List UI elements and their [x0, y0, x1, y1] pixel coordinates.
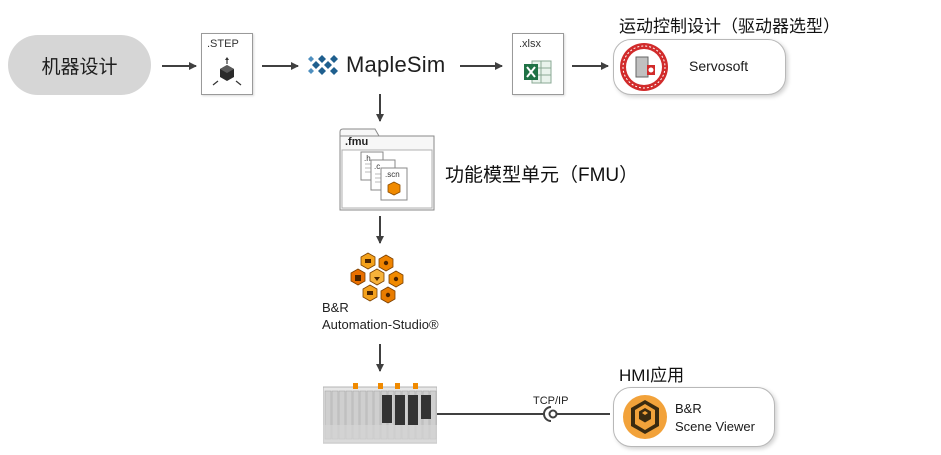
cube-axes-icon: [212, 57, 242, 86]
tcpip-connection-line: [437, 406, 610, 422]
maplesim-logo-icon: [308, 55, 338, 75]
machine-design-node: 机器设计: [8, 35, 151, 95]
fmu-file-c-label: .c: [374, 162, 381, 171]
maplesim-name: MapleSim: [346, 52, 446, 77]
fmu-file-h-label: .h: [364, 154, 371, 163]
scene-viewer-br-label: B&R: [675, 401, 702, 416]
fmu-folder-label: .fmu: [345, 136, 369, 148]
maplesim-node: MapleSim: [306, 44, 456, 86]
tcpip-label: TCP/IP: [533, 395, 569, 407]
servosoft-logo-icon: [620, 43, 668, 91]
xlsx-file-label: .xlsx: [519, 38, 541, 50]
fmu-file-scn-label: .scn: [385, 170, 400, 179]
step-file-node: .STEP: [201, 33, 253, 95]
scene-viewer-name: Scene Viewer: [675, 419, 755, 434]
scene-viewer-logo-icon: [623, 395, 667, 439]
br-label: B&R: [322, 300, 349, 315]
automation-studio-label: Automation-Studio®: [322, 317, 439, 332]
xlsx-file-node: .xlsx: [512, 33, 564, 95]
fmu-caption: 功能模型单元（FMU）: [445, 165, 639, 186]
plc-hardware-icon: [323, 383, 437, 444]
excel-icon: [524, 60, 552, 84]
machine-design-label: 机器设计: [41, 56, 118, 78]
motion-control-caption: 运动控制设计（驱动器选型）: [619, 17, 840, 36]
fmu-node: .fmu .h .c .scn: [339, 128, 435, 212]
step-file-label: .STEP: [207, 38, 239, 50]
automation-studio-logo-icon: [350, 252, 404, 304]
folder-files-icon: [339, 128, 435, 211]
hmi-caption: HMI应用: [619, 366, 685, 385]
scene-viewer-node: B&R Scene Viewer: [613, 387, 775, 447]
servosoft-name: Servosoft: [689, 58, 749, 74]
servosoft-node: Servosoft: [613, 39, 786, 95]
